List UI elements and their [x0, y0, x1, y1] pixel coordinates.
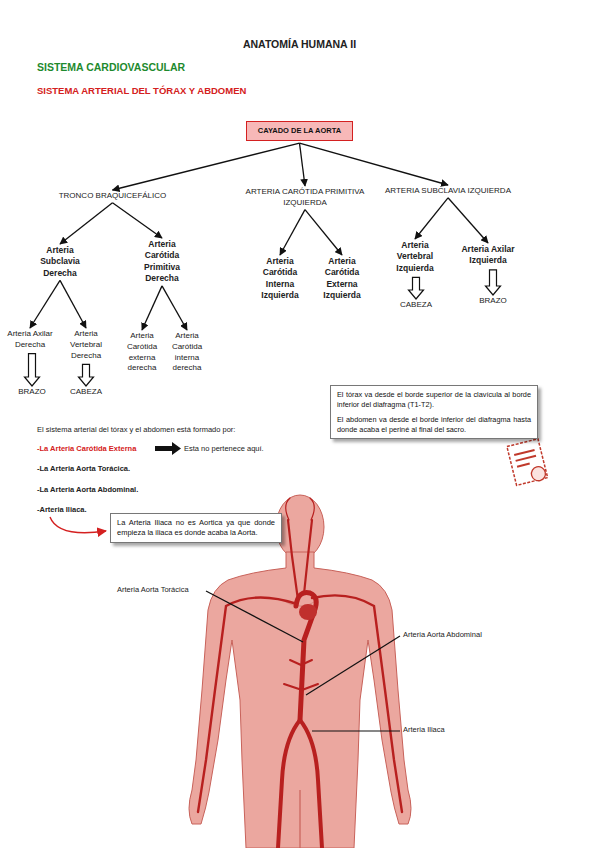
branch-arrow	[305, 210, 342, 255]
artery-node: Arteria Subclavia Derecha	[30, 245, 90, 279]
aorta	[300, 612, 314, 720]
body-head	[276, 495, 324, 559]
document-line	[514, 450, 534, 455]
page-title: ANATOMÍA HUMANA II	[0, 38, 599, 50]
part-label: Arteria Aorta Abdominal	[403, 630, 482, 639]
artery-node: Arteria Axilar Derecha	[6, 329, 54, 351]
note-text: -Arteria Iliaca.	[37, 505, 87, 514]
node-text: Arteria Carótida Interna Izquierda	[254, 256, 306, 302]
block-arrow	[155, 442, 181, 455]
node-text: CABEZA	[60, 387, 112, 398]
artery-node: Arteria Carótida Interna Izquierda	[254, 256, 306, 302]
node-text: Arteria Axilar Derecha	[6, 329, 54, 351]
artery-node: ARTERIA SUBCLAVIA IZQUIERDA	[376, 186, 520, 197]
artery-node: Arteria Carótida Externa Izquierda	[316, 256, 368, 302]
branch-arrow	[142, 286, 162, 330]
note-text: -La Arteria Aorta Torácica.	[37, 464, 130, 473]
node-text: Arteria Axilar Izquierda	[458, 244, 518, 267]
branch-arrow	[415, 198, 448, 239]
document-icon	[507, 439, 548, 487]
artery-node: CABEZA	[60, 387, 112, 398]
artery-node: CABEZA	[390, 300, 442, 311]
arteries	[198, 498, 402, 848]
note-box: La Arteria Iliaca no es Aortica ya que d…	[110, 513, 282, 543]
artery-node: Arteria Carótida Primitiva Derecha	[134, 239, 190, 285]
node-text: El abdomen va desde el borde inferior de…	[337, 415, 531, 435]
artery-node: Arteria Carótida externa derecha	[117, 331, 167, 374]
body-silhouette	[189, 552, 411, 848]
node-text: ARTERIA SUBCLAVIA IZQUIERDA	[376, 186, 520, 197]
document-seal	[530, 465, 547, 482]
leader-line	[306, 636, 400, 695]
block-arrow	[25, 354, 40, 386]
carotid-artery	[304, 520, 312, 594]
block-arrow	[79, 364, 94, 386]
block-arrow	[409, 277, 424, 299]
node-text: Arteria Carótida interna derecha	[162, 331, 212, 374]
branch-arrow	[162, 286, 187, 330]
branch-arrow	[60, 280, 86, 328]
artery-node: Arteria Vertebral Derecha	[61, 329, 111, 361]
curved-arrow	[50, 517, 106, 533]
node-text: Arteria Carótida Externa Izquierda	[316, 256, 368, 302]
node-text: ARTERIA CARÓTIDA PRIMITIVA IZQUIERDA	[238, 187, 372, 209]
node-text: CAYADO DE LA AORTA	[249, 126, 350, 136]
artery-node: ARTERIA CARÓTIDA PRIMITIVA IZQUIERDA	[238, 187, 372, 209]
part-label: Arteria Aorta Torácica	[117, 585, 189, 594]
heart	[299, 604, 317, 620]
branch-arrow	[448, 198, 488, 243]
note-text: El sistema arterial del tórax y el abdom…	[37, 425, 235, 434]
artery-node: Arteria Carótida interna derecha	[162, 331, 212, 374]
note-text: -La Arteria Carótida Externa	[37, 444, 136, 453]
branch-arrow	[280, 210, 305, 255]
branch-arrow	[60, 203, 113, 244]
document-line	[517, 464, 530, 467]
root-box: CAYADO DE LA AORTA	[246, 121, 353, 141]
note-box: El tórax va desde el borde superior de l…	[330, 385, 538, 439]
node-text: Arteria Vertebral Derecha	[61, 329, 111, 361]
node-text: Arteria Carótida Primitiva Derecha	[134, 239, 190, 285]
arm-artery	[312, 595, 402, 812]
artery-node: Arteria Vertebral Izquierda	[386, 240, 444, 274]
branch-arrow	[30, 280, 60, 328]
branch-arrow	[113, 143, 300, 190]
abdominal-branch	[284, 660, 318, 690]
note-text: Esta no pertenece aquí.	[184, 444, 264, 453]
block-arrow	[486, 270, 501, 295]
node-text: CABEZA	[390, 300, 442, 311]
artery-node: Arteria Axilar Izquierda	[458, 244, 518, 267]
branch-arrow	[300, 143, 306, 186]
node-text: El tórax va desde el borde superior de l…	[337, 390, 531, 410]
section-heading: SISTEMA CARDIOVASCULAR	[37, 61, 185, 74]
node-text: BRAZO	[10, 387, 54, 398]
branch-arrow	[113, 203, 163, 238]
body-leg-gap	[299, 790, 300, 848]
leader-line	[312, 730, 400, 731]
document-sheet	[507, 439, 548, 486]
artery-node: BRAZO	[10, 387, 54, 398]
leader-line	[206, 591, 303, 642]
head-artery	[286, 498, 315, 520]
node-text: BRAZO	[466, 296, 520, 307]
document-line	[516, 456, 536, 461]
artery-node: TRONCO BRAQUICEFÁLICO	[50, 191, 175, 202]
artery-node: BRAZO	[466, 296, 520, 307]
arm-artery	[198, 597, 297, 812]
section-heading: SISTEMA ARTERIAL DEL TÓRAX Y ABDOMEN	[37, 85, 246, 96]
human-body	[189, 495, 411, 848]
carotid-artery	[288, 520, 298, 600]
note-text: -La Arteria Aorta Abdominal.	[37, 485, 138, 494]
branch-arrow	[300, 143, 449, 185]
node-text: TRONCO BRAQUICEFÁLICO	[50, 191, 175, 202]
part-label: Arteria Iliaca	[403, 725, 445, 734]
node-text: Arteria Subclavia Derecha	[30, 245, 90, 279]
iliac-artery	[300, 720, 322, 848]
node-text: Arteria Carótida externa derecha	[117, 331, 167, 374]
node-text: La Arteria Iliaca no es Aortica ya que d…	[117, 518, 275, 538]
node-text: Arteria Vertebral Izquierda	[386, 240, 444, 274]
iliac-artery	[278, 720, 300, 848]
